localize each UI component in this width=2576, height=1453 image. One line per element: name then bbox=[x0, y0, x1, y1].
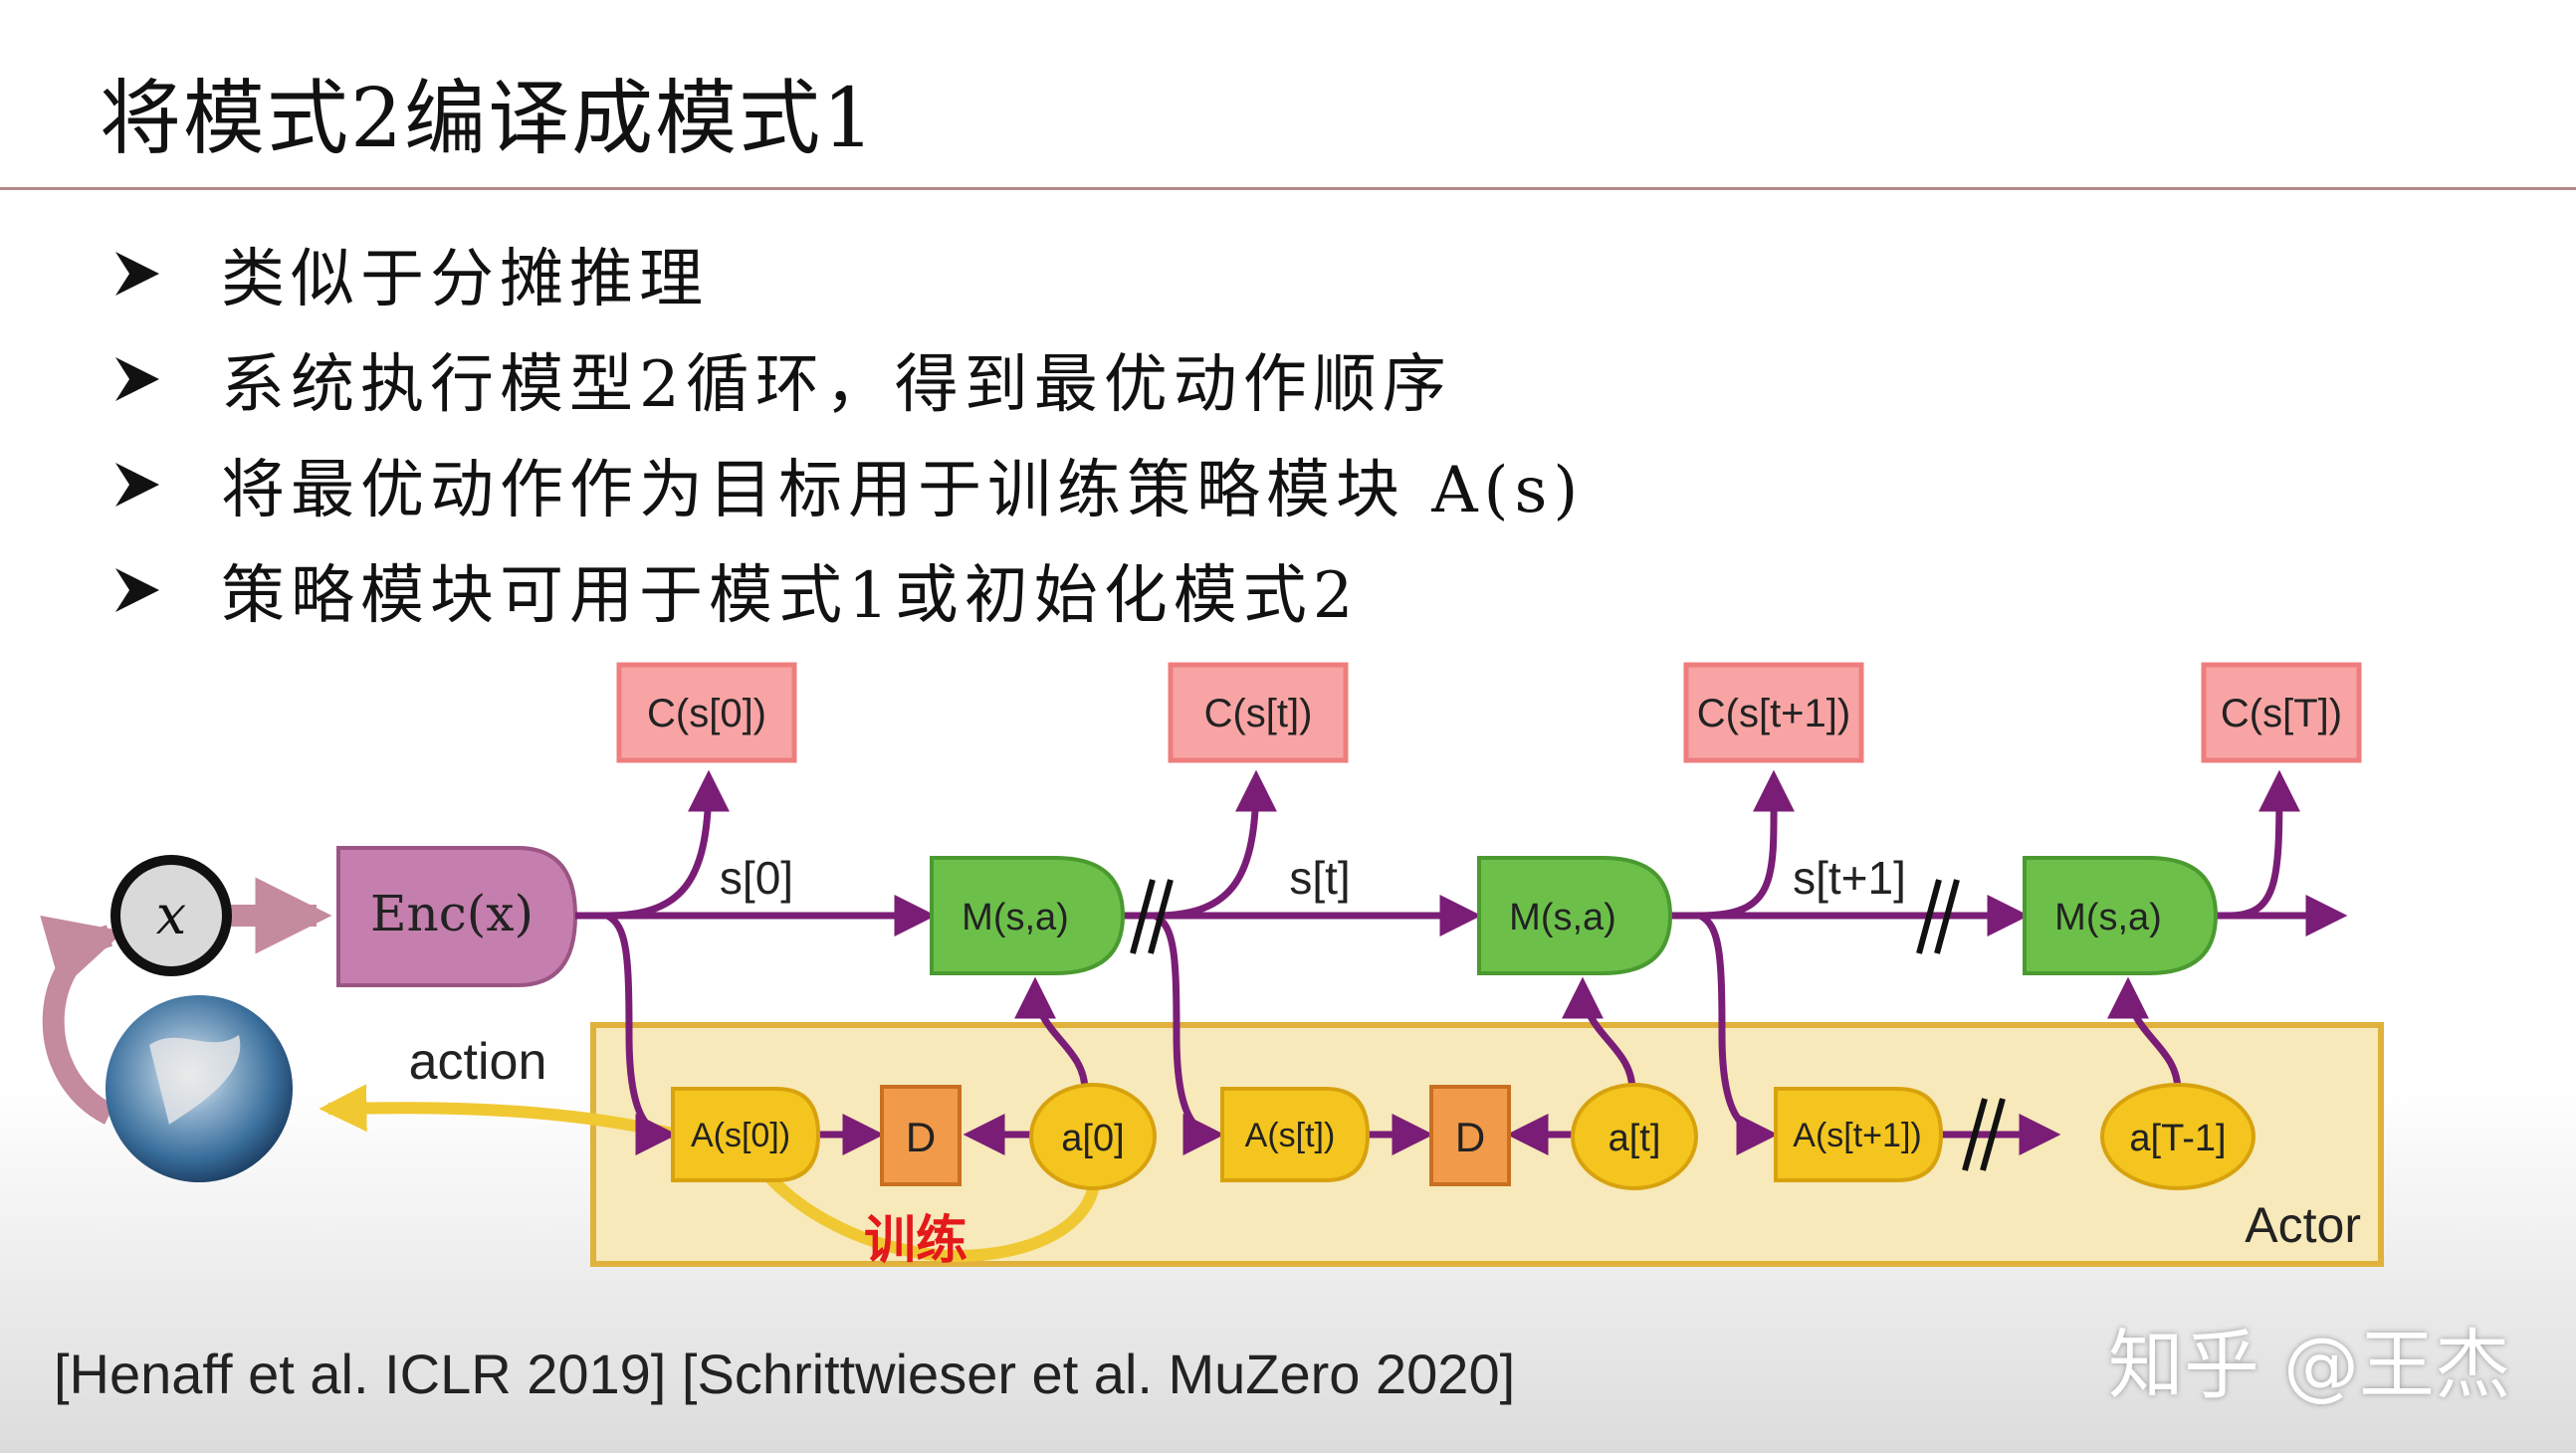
bullet-text: 系统执行模型2循环，得到最优动作顺序 bbox=[221, 348, 1452, 422]
edge-cost-T bbox=[2229, 769, 2300, 920]
bullet-arrow-icon bbox=[115, 568, 159, 612]
cost-label: C(s[T]) bbox=[2221, 692, 2342, 735]
decision-node: D bbox=[1429, 1085, 1511, 1186]
actor-label: Actor bbox=[2245, 1197, 2361, 1253]
bullet-item: 类似于分摊推理 bbox=[111, 221, 1584, 326]
state-label: s[t+1] bbox=[1793, 852, 1906, 904]
cost-node: C(s[t]) bbox=[1168, 662, 1349, 763]
action-label: action bbox=[409, 1033, 547, 1091]
edge-at-model bbox=[1562, 976, 1636, 1092]
policy-node: A(s[t+1]) bbox=[1774, 1087, 1944, 1182]
action-node: a[t] bbox=[1571, 1083, 1698, 1190]
world-to-input-arrow bbox=[40, 916, 124, 1125]
cost-label: C(s[t]) bbox=[1204, 692, 1313, 735]
title-divider bbox=[0, 187, 2576, 190]
policy-label: A(s[0]) bbox=[691, 1117, 790, 1154]
bullet-item: 系统执行模型2循环，得到最优动作顺序 bbox=[111, 326, 1584, 432]
cost-node: C(s[0]) bbox=[616, 662, 797, 763]
input-node bbox=[110, 855, 232, 976]
bullet-text: 策略模块可用于模式1或初始化模式2 bbox=[221, 559, 1360, 633]
state-label: s[0] bbox=[720, 852, 793, 904]
training-curve bbox=[733, 1132, 1101, 1263]
bullet-text: 将最优动作作为目标用于训练策略模块 A(s) bbox=[221, 454, 1585, 527]
diagram-svg: Actor 训练 action x Enc(x) bbox=[0, 637, 2576, 1453]
model-label: M(s,a) bbox=[2054, 897, 2162, 938]
cost-node: C(s[t+1]) bbox=[1683, 662, 1864, 763]
action-node-label: a[0] bbox=[1061, 1118, 1124, 1159]
input-label: x bbox=[156, 884, 186, 946]
bullet-arrow-icon bbox=[115, 252, 159, 296]
policy-label: A(s[t]) bbox=[1245, 1117, 1336, 1154]
cost-label: C(s[0]) bbox=[647, 692, 766, 735]
model-node: M(s,a) bbox=[930, 856, 1126, 975]
decision-label: D bbox=[1455, 1114, 1485, 1160]
edge-a0-model bbox=[1014, 976, 1089, 1092]
bullet-list: 类似于分摊推理 系统执行模型2循环，得到最优动作顺序 将最优动作作为目标用于训练… bbox=[111, 221, 1584, 643]
cost-label: C(s[t+1]) bbox=[1697, 692, 1850, 735]
edge-policy-0 bbox=[605, 912, 678, 1155]
action-arrow bbox=[319, 1084, 679, 1141]
bullet-arrow-icon bbox=[115, 463, 159, 507]
bullet-item: 将最优动作作为目标用于训练策略模块 A(s) bbox=[111, 432, 1584, 537]
edge-aT-model bbox=[2107, 976, 2182, 1092]
edge-cost-t bbox=[1154, 769, 1277, 920]
decision-node: D bbox=[880, 1085, 962, 1186]
decision-label: D bbox=[906, 1114, 936, 1160]
watermark: 知乎 @王杰 bbox=[2107, 1321, 2510, 1409]
edge-policy-t bbox=[1153, 912, 1225, 1155]
action-node-label: a[T-1] bbox=[2129, 1118, 2226, 1159]
model-node: M(s,a) bbox=[1477, 856, 1673, 975]
action-node: a[T-1] bbox=[2100, 1083, 2255, 1190]
policy-label: A(s[t+1]) bbox=[1793, 1117, 1921, 1154]
bullet-item: 策略模块可用于模式1或初始化模式2 bbox=[111, 537, 1584, 643]
planning-diagram: Actor 训练 action x Enc(x) bbox=[0, 637, 2576, 1453]
policy-node: A(s[0]) bbox=[671, 1087, 821, 1182]
action-node: a[0] bbox=[1029, 1083, 1157, 1190]
cost-node: C(s[T]) bbox=[2201, 662, 2362, 763]
edge-cost-0 bbox=[606, 769, 730, 920]
citation: [Henaff et al. ICLR 2019] [Schrittwieser… bbox=[54, 1343, 1516, 1405]
encoder-label: Enc(x) bbox=[370, 885, 534, 942]
train-label: 训练 bbox=[864, 1211, 967, 1271]
policy-node: A(s[t]) bbox=[1220, 1087, 1371, 1182]
edge-policy-t1 bbox=[1698, 912, 1779, 1155]
state-label: s[t] bbox=[1289, 852, 1350, 904]
slide-title: 将模式2编译成模式1 bbox=[100, 72, 877, 166]
action-node-label: a[t] bbox=[1609, 1118, 1661, 1159]
model-label: M(s,a) bbox=[1509, 897, 1616, 938]
edge-cost-t1 bbox=[1699, 769, 1796, 920]
model-label: M(s,a) bbox=[962, 897, 1069, 938]
bullet-text: 类似于分摊推理 bbox=[221, 243, 709, 316]
model-node: M(s,a) bbox=[2023, 856, 2219, 975]
bullet-arrow-icon bbox=[115, 357, 159, 401]
sequence-break-marks bbox=[1130, 879, 2006, 1171]
